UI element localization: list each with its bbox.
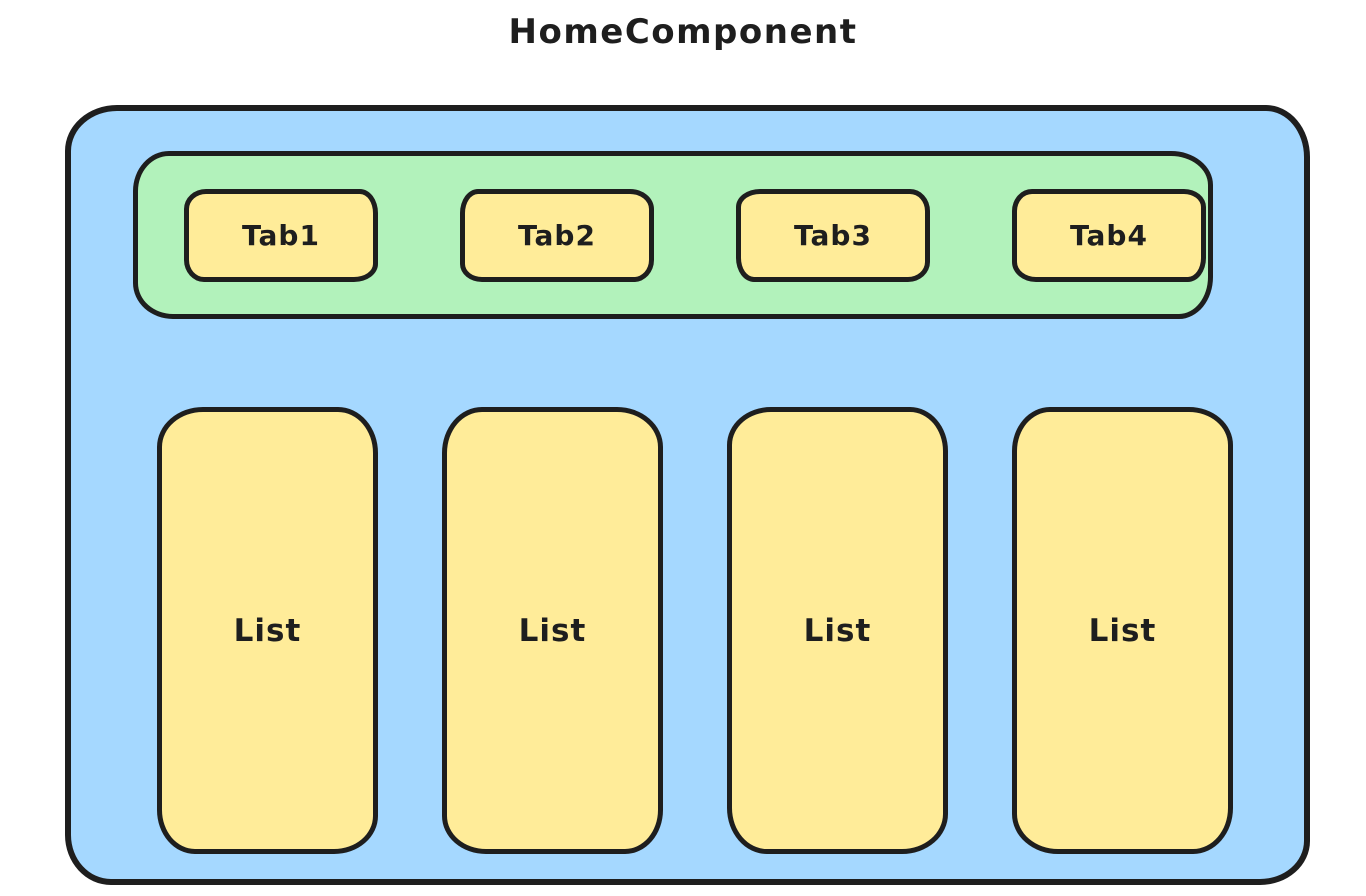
tab-2-label: Tab2	[518, 218, 596, 252]
list-column-1: List	[157, 407, 378, 854]
lists-row: List List List List	[157, 407, 1233, 854]
list-2-label: List	[518, 612, 587, 649]
list-column-4: List	[1012, 407, 1233, 854]
list-1-label: List	[233, 612, 302, 649]
tab-3-label: Tab3	[794, 218, 872, 252]
component-title: HomeComponent	[508, 12, 858, 52]
home-component-container: Tab1 Tab2 Tab3 Tab4 List List List	[65, 105, 1310, 885]
tab-4: Tab4	[1012, 188, 1206, 282]
list-4-label: List	[1088, 612, 1157, 649]
list-column-3: List	[727, 407, 948, 854]
tab-1: Tab1	[184, 188, 378, 282]
tab-2: Tab2	[460, 188, 654, 282]
list-column-2: List	[442, 407, 663, 854]
tab-3: Tab3	[736, 188, 930, 282]
tab-bar: Tab1 Tab2 Tab3 Tab4	[133, 151, 1213, 319]
tab-1-label: Tab1	[242, 218, 320, 252]
tab-4-label: Tab4	[1070, 218, 1148, 252]
list-3-label: List	[803, 612, 872, 649]
